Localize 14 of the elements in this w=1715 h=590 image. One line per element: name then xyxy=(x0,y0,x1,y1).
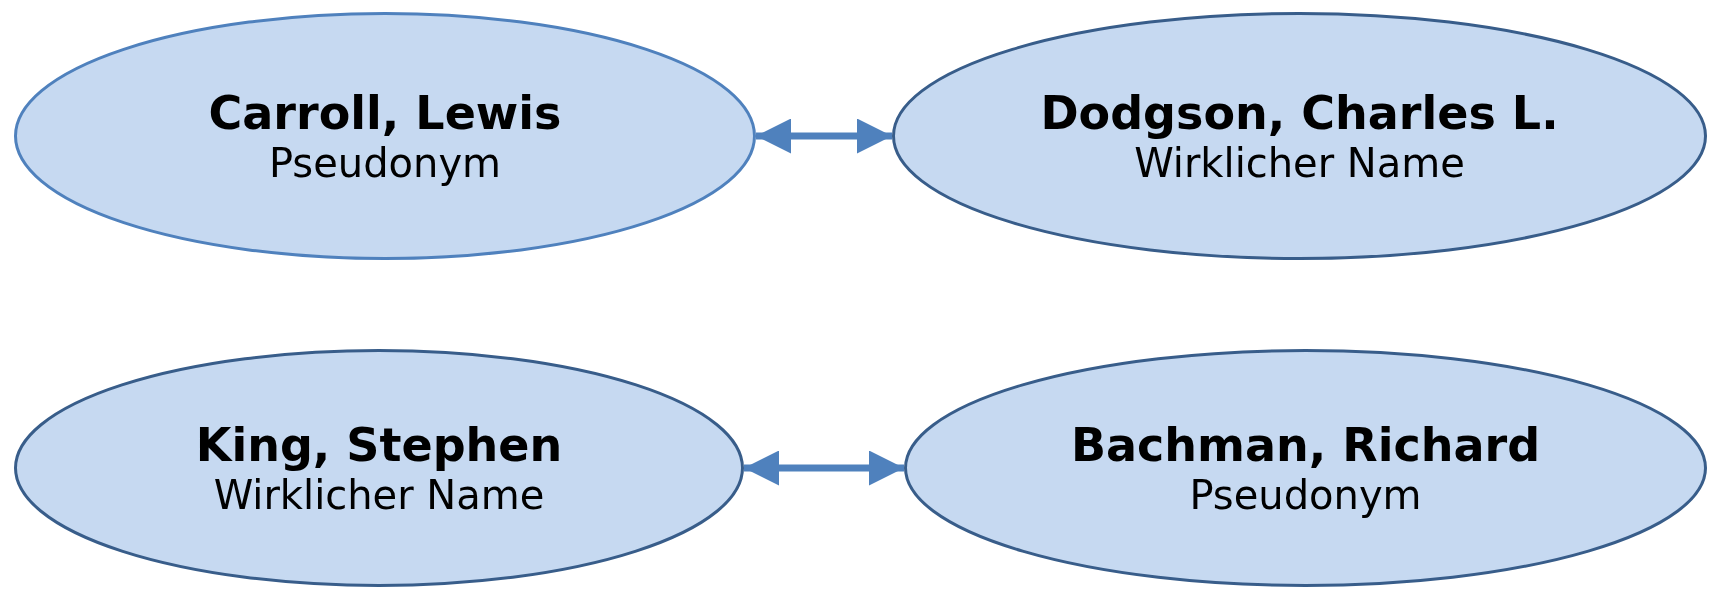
double-arrow xyxy=(744,450,904,486)
name-type: Pseudonym xyxy=(1189,472,1422,518)
ellipse-node xyxy=(892,12,1707,260)
double-arrow xyxy=(756,118,892,154)
name-type: Wirklicher Name xyxy=(1134,140,1465,186)
name-title: Dodgson, Charles L. xyxy=(1040,86,1559,140)
name-title: Bachman, Richard xyxy=(1070,418,1541,472)
name-title: King, Stephen xyxy=(195,418,563,472)
name-type: Pseudonym xyxy=(268,140,502,186)
ellipse-node xyxy=(14,349,744,587)
name-type: Wirklicher Name xyxy=(213,472,545,518)
ellipse-node xyxy=(14,12,756,260)
name-title: Carroll, Lewis xyxy=(208,86,562,140)
ellipse-node xyxy=(904,349,1707,587)
